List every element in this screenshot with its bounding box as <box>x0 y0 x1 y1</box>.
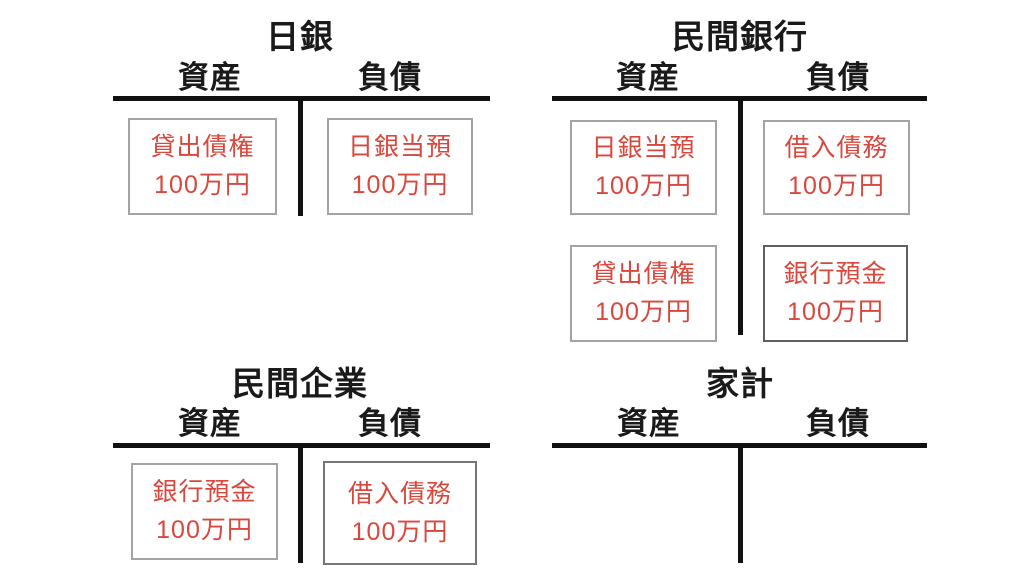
entry-label: 日銀当預 <box>591 134 696 163</box>
entry-box-borrowed-debt: 借入債務 100万円 <box>323 461 477 565</box>
entry-label: 借入債務 <box>347 479 452 508</box>
liabilities-column-label: 負債 <box>358 406 422 441</box>
entry-box-borrowed-debt: 借入債務 100万円 <box>763 120 910 215</box>
account-title: 日銀 <box>266 18 334 55</box>
t-vertical-line <box>298 443 303 563</box>
entry-box-loan-receivable: 貸出債権 100万円 <box>570 245 717 342</box>
account-title: 民間銀行 <box>672 18 808 55</box>
entry-label: 銀行預金 <box>152 478 257 507</box>
entry-label: 借入債務 <box>784 134 889 163</box>
t-vertical-line <box>298 96 303 216</box>
entry-box-bank-deposit: 銀行預金 100万円 <box>131 463 278 560</box>
entry-amount: 100万円 <box>351 171 449 199</box>
assets-column-label: 資産 <box>616 60 680 95</box>
entry-label: 貸出債権 <box>591 260 696 289</box>
assets-column-label: 資産 <box>178 60 242 95</box>
entry-amount: 100万円 <box>595 172 692 200</box>
entry-box-boj-current-account: 日銀当預 100万円 <box>570 120 717 215</box>
entry-amount: 100万円 <box>787 298 884 326</box>
assets-column-label: 資産 <box>617 406 681 441</box>
assets-column-label: 資産 <box>178 406 242 441</box>
entry-amount: 100万円 <box>595 298 692 326</box>
entry-label: 銀行預金 <box>783 260 888 289</box>
entry-box-bank-deposit: 銀行預金 100万円 <box>763 245 908 342</box>
entry-box-loan-receivable: 貸出債権 100万円 <box>128 118 277 215</box>
entry-box-boj-current-account: 日銀当預 100万円 <box>327 118 473 215</box>
entry-amount: 100万円 <box>154 171 251 199</box>
entry-amount: 100万円 <box>156 516 253 544</box>
t-vertical-line <box>738 443 743 563</box>
account-title: 家計 <box>706 365 774 402</box>
entry-amount: 100万円 <box>788 172 885 200</box>
entry-label: 日銀当預 <box>347 133 452 162</box>
liabilities-column-label: 負債 <box>358 60 422 95</box>
entry-amount: 100万円 <box>351 517 449 546</box>
t-vertical-line <box>738 96 743 335</box>
entry-label: 貸出債権 <box>150 133 255 162</box>
liabilities-column-label: 負債 <box>806 406 870 441</box>
liabilities-column-label: 負債 <box>806 60 870 95</box>
account-title: 民間企業 <box>232 365 368 402</box>
